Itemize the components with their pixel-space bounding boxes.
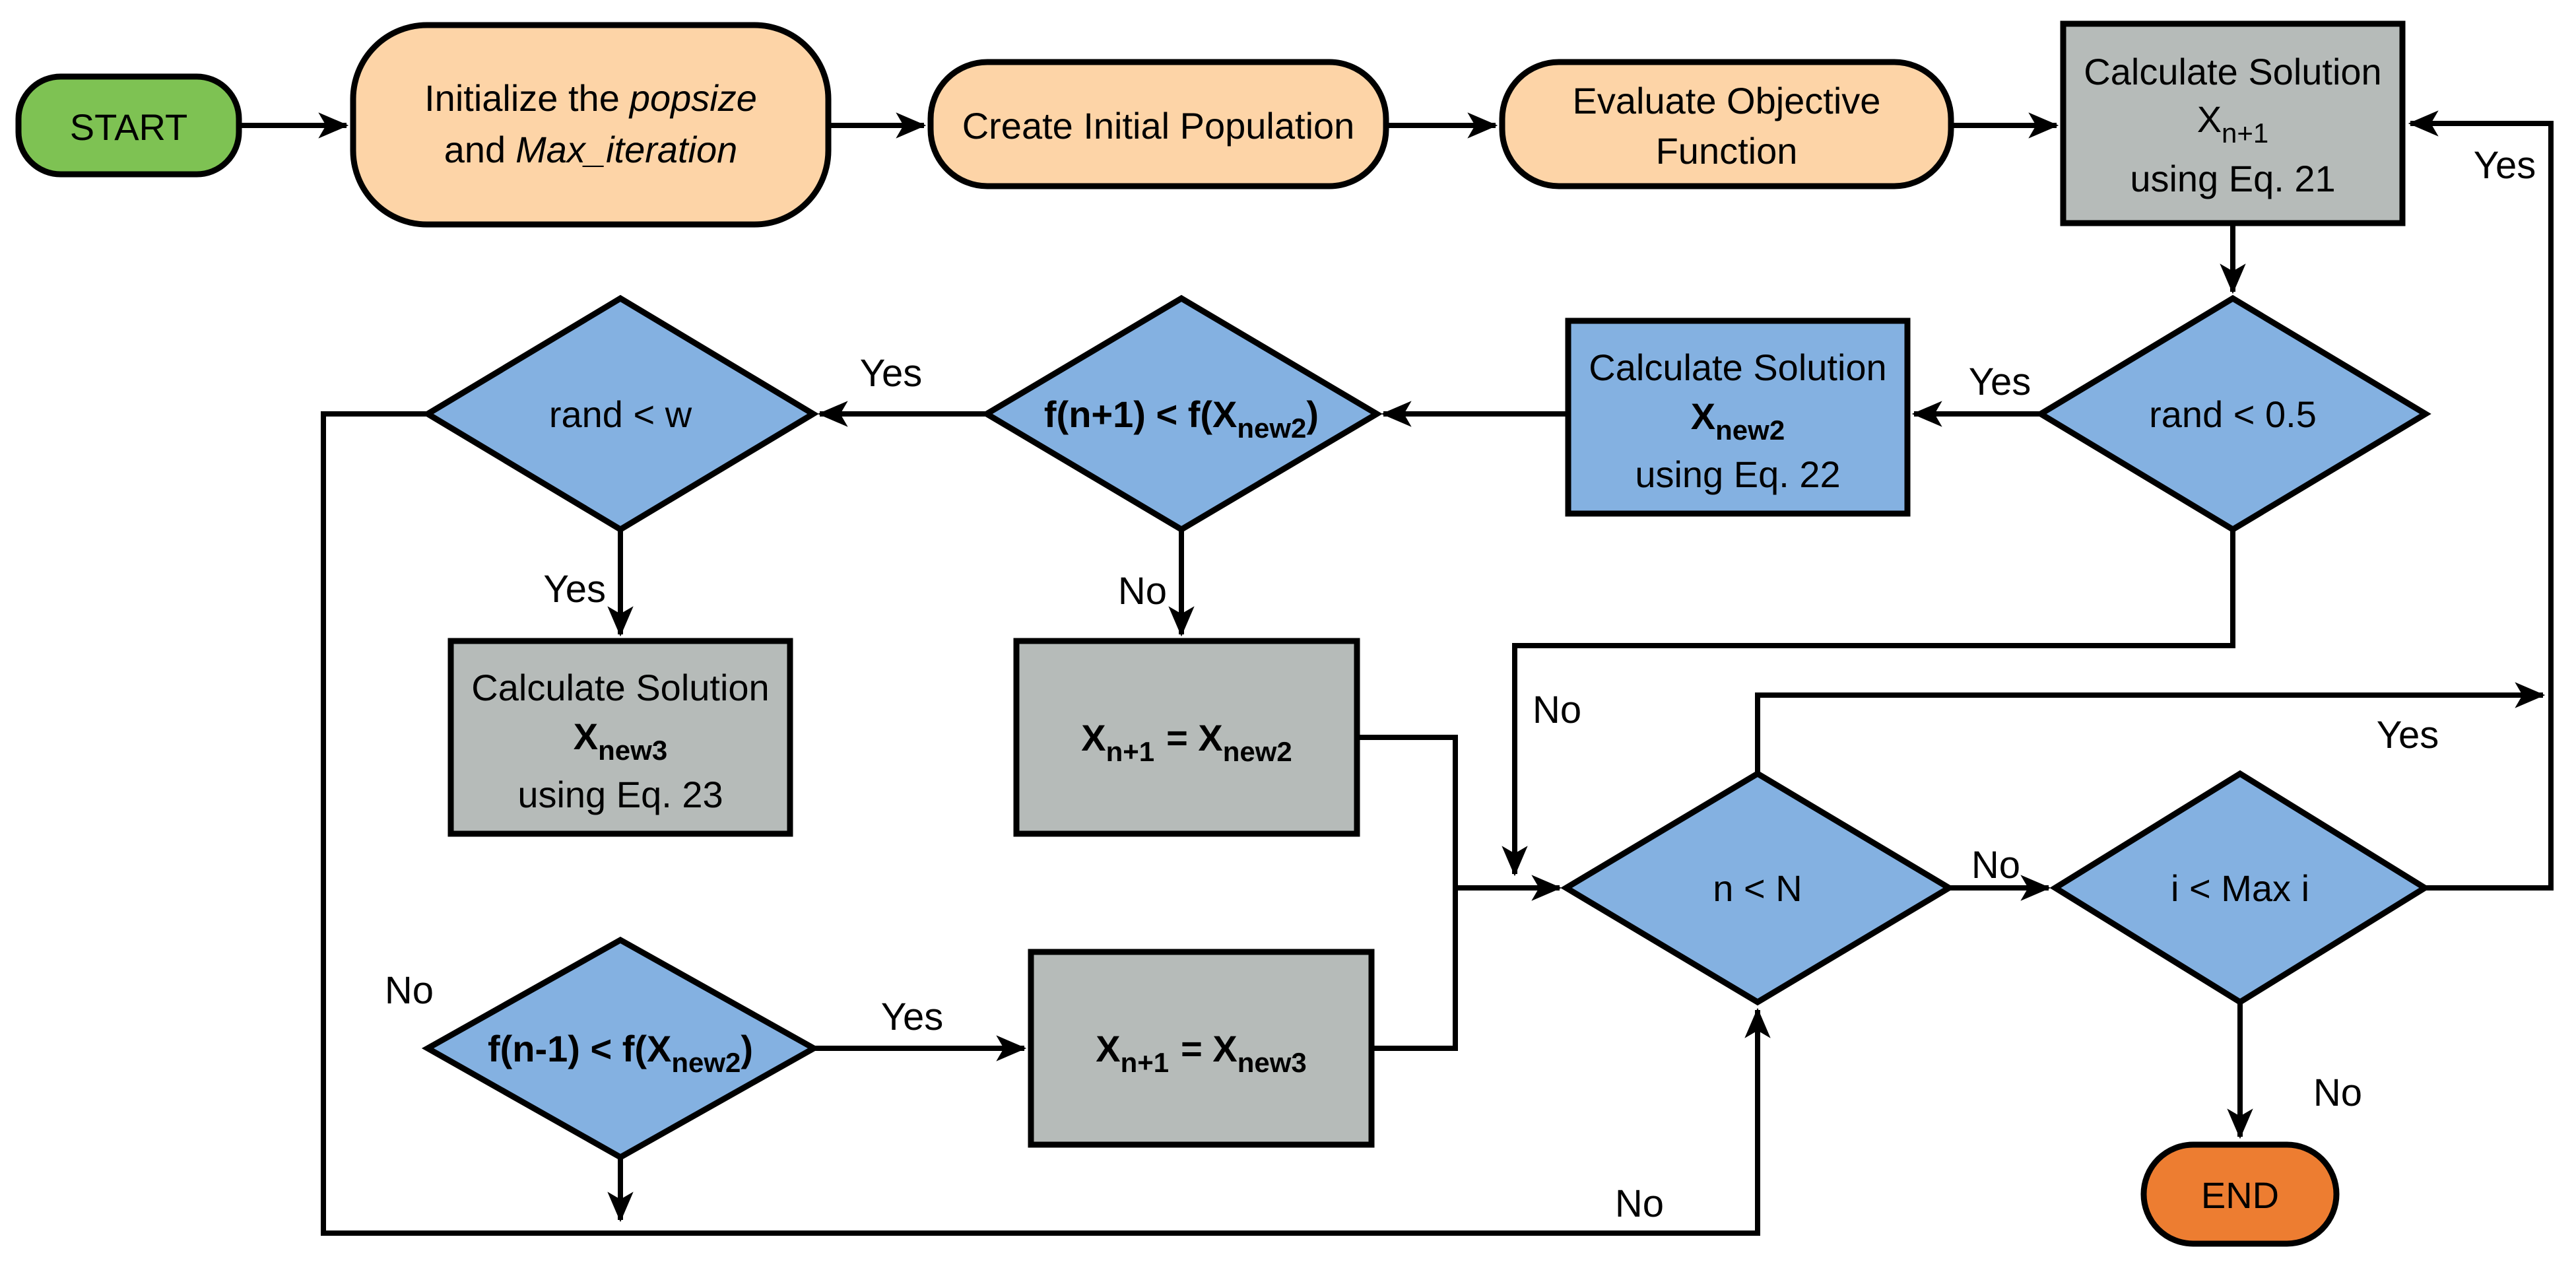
- label-rand05-no: No: [1533, 689, 1581, 731]
- assign-new3-shape: [1028, 949, 1375, 1148]
- cond-fnp1-pre: f(n+1) < f(X: [1044, 393, 1237, 435]
- initialize-line1-regular: Initialize the: [424, 77, 620, 119]
- node-cond-fnp1: f(n+1) < f(Xnew2): [981, 294, 1383, 533]
- create-population-label: Create Initial Population: [962, 105, 1355, 147]
- cond-n-label: n < N: [1713, 867, 1802, 909]
- calc-eq22-line3: using Eq. 22: [1635, 454, 1840, 495]
- assign-new2-rhs-sub: new2: [1223, 736, 1292, 767]
- assign-new2-lhs-sub: n+1: [1106, 736, 1155, 767]
- calc-eq22-var-main: X: [1691, 395, 1715, 437]
- cond-i-shape: [2049, 770, 2431, 1006]
- label-randw-yes: Yes: [543, 568, 606, 611]
- cond-fnm1-post: ): [741, 1028, 753, 1069]
- calc-eq22-line1: Calculate Solution: [1589, 347, 1886, 388]
- label-cond-i-yes: Yes: [2474, 144, 2536, 187]
- calc-eq23-line1: Calculate Solution: [471, 667, 769, 708]
- edge-assign-new3-merge: [1371, 888, 1458, 1051]
- edge-rand05-no-to-cond-n: [1502, 529, 2235, 877]
- label-cond-n-yes: Yes: [2377, 714, 2439, 757]
- label-randw-no: No: [385, 969, 434, 1012]
- calc-eq21-var-sub: n+1: [2222, 118, 2268, 149]
- start-shape: [15, 73, 242, 178]
- edge-assign-new2-merge: [1357, 735, 1458, 888]
- label-cond-n-no: No: [1971, 844, 2020, 887]
- initialize-line2-regular: and: [444, 129, 506, 170]
- evaluate-objective-shape: [1499, 59, 1954, 189]
- calc-eq23-shape: [447, 638, 793, 837]
- node-end: END: [2140, 1141, 2340, 1247]
- end-shape: [2140, 1141, 2340, 1247]
- node-calc-eq21: Calculate Solution Xn+1 using Eq. 21: [2060, 20, 2406, 226]
- cond-fnp1-sub: new2: [1237, 413, 1306, 444]
- start-label: START: [70, 106, 187, 148]
- node-cond-n: n < N: [1560, 770, 1955, 1006]
- assign-new2-mid: = X: [1166, 717, 1223, 758]
- calc-eq23-var-sub: new3: [598, 735, 667, 766]
- calc-eq22-shape: [1565, 318, 1911, 517]
- calc-eq23-variable: Xnew3: [574, 716, 667, 766]
- calc-eq23-var-main: X: [574, 716, 598, 757]
- evaluate-objective-line2: Function: [1656, 130, 1798, 172]
- edge-cond-n-yes-to-loop-line: [1755, 682, 2546, 774]
- node-assign-new3: Xn+1 = Xnew3: [1028, 949, 1375, 1148]
- assign-new2-shape: [1013, 638, 1360, 837]
- node-cond-randw: rand < w: [422, 294, 819, 533]
- assign-new2-label: Xn+1 = Xnew2: [1081, 717, 1292, 767]
- calc-eq21-var-main: X: [2197, 98, 2222, 140]
- cond-rand05-shape: [2035, 294, 2431, 533]
- label-cond-fnp1-yes: Yes: [860, 352, 923, 395]
- cond-fnm1-label: f(n-1) < f(Xnew2): [488, 1028, 753, 1078]
- node-create-population: Create Initial Population: [927, 59, 1389, 189]
- node-cond-i: i < Max i: [2049, 770, 2431, 1006]
- label-cond-fnm1-yes: Yes: [881, 995, 944, 1038]
- calc-eq22-variable: Xnew2: [1691, 395, 1785, 446]
- label-cond-i-no: No: [2313, 1071, 2362, 1114]
- initialize-line1-italic: popsize: [628, 77, 757, 119]
- label-rand05-yes: Yes: [1969, 360, 2031, 403]
- cond-fnm1-shape: [421, 936, 820, 1161]
- evaluate-objective-line1: Evaluate Objective: [1573, 80, 1881, 121]
- initialize-shape: [350, 22, 832, 228]
- end-label: END: [2201, 1174, 2279, 1216]
- node-cond-rand05: rand < 0.5: [2035, 294, 2431, 533]
- initialize-line2-italic: Max_iteration: [515, 129, 737, 170]
- node-calc-eq22: Calculate Solution Xnew2 using Eq. 22: [1565, 318, 1911, 517]
- cond-fnp1-shape: [981, 294, 1383, 533]
- calc-eq21-variable: Xn+1: [2197, 98, 2269, 149]
- calc-eq23-line3: using Eq. 23: [517, 774, 723, 815]
- edge-cond-i-yes-to-calc21: [2408, 110, 2554, 891]
- cond-fnm1-sub: new2: [671, 1047, 741, 1078]
- edge-randw-no-bottom-to-cond-n: [321, 411, 1771, 1236]
- node-start: START: [15, 73, 242, 178]
- calc-eq22-var-sub: new2: [1715, 415, 1785, 446]
- calc-eq21-line1: Calculate Solution: [2084, 51, 2381, 92]
- assign-new3-lhs-sub: n+1: [1121, 1047, 1170, 1078]
- calc-eq21-line3: using Eq. 21: [2130, 158, 2335, 199]
- cond-i-label: i < Max i: [2171, 867, 2309, 909]
- assign-new2-lhs: X: [1081, 717, 1106, 758]
- node-calc-eq23: Calculate Solution Xnew3 using Eq. 23: [447, 638, 793, 837]
- cond-fnp1-label: f(n+1) < f(Xnew2): [1044, 393, 1319, 444]
- node-cond-fnm1: f(n-1) < f(Xnew2): [421, 936, 820, 1161]
- label-bottom-no: No: [1615, 1182, 1664, 1225]
- cond-randw-label: rand < w: [549, 393, 692, 435]
- assign-new3-rhs-sub: new3: [1238, 1047, 1307, 1078]
- cond-fnp1-post: ): [1306, 393, 1319, 435]
- calc-eq21-shape: [2060, 20, 2406, 226]
- assign-new3-lhs: X: [1096, 1028, 1120, 1069]
- assign-new3-mid: = X: [1181, 1028, 1238, 1069]
- cond-rand05-label: rand < 0.5: [2149, 393, 2317, 435]
- label-cond-fnp1-no: No: [1118, 570, 1167, 613]
- cond-n-shape: [1560, 770, 1955, 1006]
- create-population-shape: [927, 59, 1389, 189]
- cond-fnm1-pre: f(n-1) < f(X: [488, 1028, 671, 1069]
- cond-randw-shape: [422, 294, 819, 533]
- assign-new3-label: Xn+1 = Xnew3: [1096, 1028, 1307, 1078]
- node-evaluate-objective: Evaluate Objective Function: [1499, 59, 1954, 189]
- node-assign-new2: Xn+1 = Xnew2: [1013, 638, 1360, 837]
